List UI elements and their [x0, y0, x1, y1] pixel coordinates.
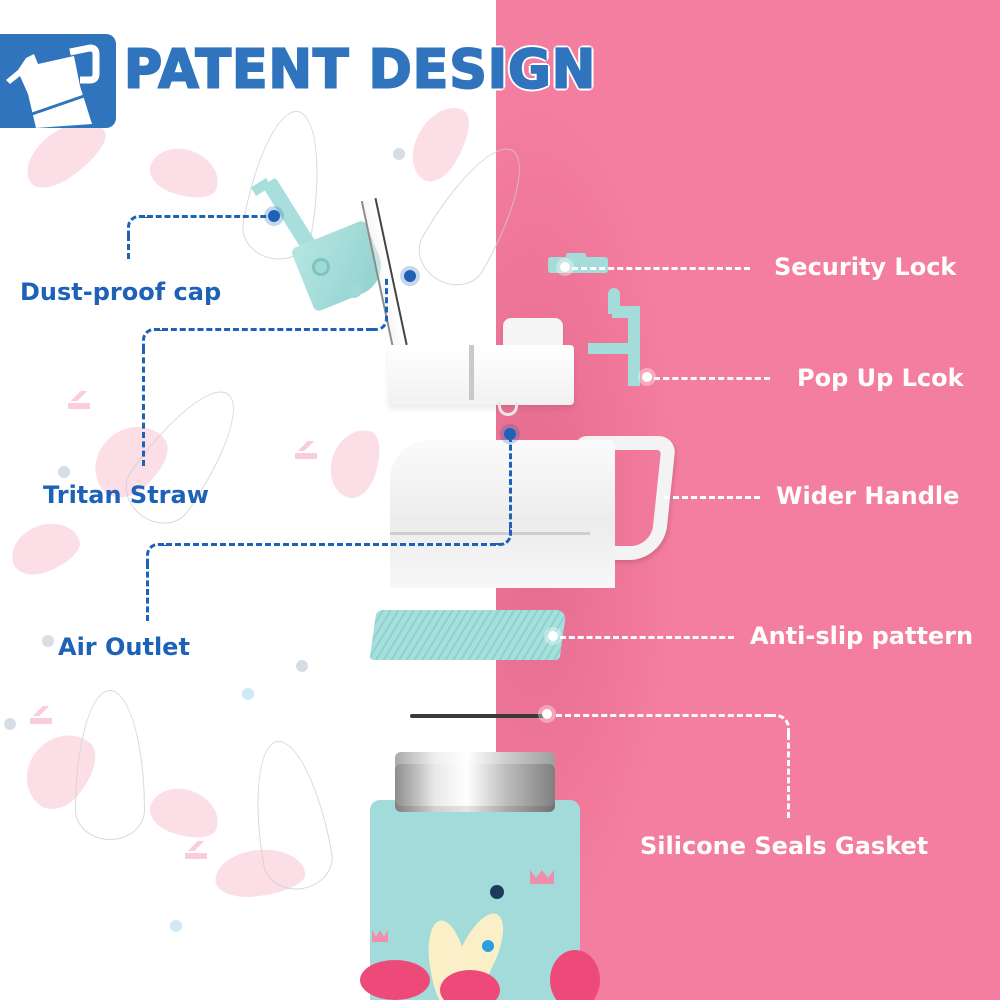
label-pop-up-lock: Pop Up Lcok	[797, 364, 964, 392]
bottle-neck-steel	[395, 752, 555, 812]
dust-proof-cap-knob	[346, 282, 362, 298]
wider-handle-part	[390, 440, 615, 588]
bottle-body	[360, 800, 600, 1000]
label-dust-proof-cap: Dust-proof cap	[20, 278, 222, 306]
security-lock-part	[548, 257, 608, 273]
label-security-lock: Security Lock	[774, 253, 957, 281]
label-air-outlet: Air Outlet	[58, 633, 190, 661]
pop-up-lock-arm	[588, 343, 638, 354]
label-wider-handle: Wider Handle	[776, 482, 960, 510]
page-title: PATENT DESIGN	[123, 39, 597, 101]
anti-slip-pattern-part	[369, 610, 567, 660]
lid-slot	[469, 345, 474, 400]
silicone-gasket-part	[410, 714, 545, 718]
security-lock-tab	[566, 253, 586, 259]
bottle-icon	[0, 34, 116, 128]
label-tritan-straw: Tritan Straw	[43, 481, 209, 509]
label-silicone-seals-gasket: Silicone Seals Gasket	[640, 832, 929, 860]
lid-top-part	[388, 345, 574, 405]
handle-ledge	[390, 532, 590, 535]
lid-ring	[498, 402, 518, 416]
label-anti-slip-pattern: Anti-slip pattern	[750, 622, 974, 650]
lid-clip	[503, 318, 563, 346]
dust-proof-cap-hinge	[312, 258, 330, 276]
bottle-icon-glyph	[6, 44, 100, 128]
right-panel-background	[496, 0, 1000, 1000]
